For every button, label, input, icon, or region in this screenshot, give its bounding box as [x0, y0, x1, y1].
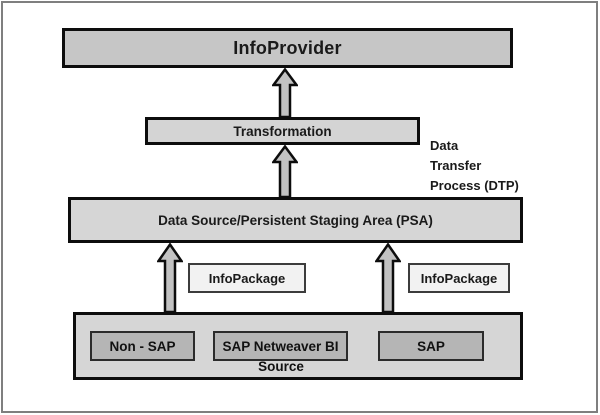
source-system-sap: SAP [378, 331, 484, 361]
dtp-label-line3: Process (DTP) [430, 178, 519, 193]
source-system-non-sap: Non - SAP [90, 331, 195, 361]
transformation-label: Transformation [233, 123, 332, 139]
source-system-sap-netweaver-bi-label: SAP Netweaver BI [222, 338, 339, 354]
infopackage-left-box: InfoPackage [188, 263, 306, 293]
infopackage-left-label: InfoPackage [208, 270, 286, 286]
source-box: Non - SAP SAP Netweaver BI SAP Source [73, 312, 523, 380]
up-arrow-icon [375, 243, 401, 312]
up-arrow-icon [272, 68, 298, 117]
source-system-sap-label: SAP [417, 338, 445, 354]
infopackage-right-box: InfoPackage [408, 263, 510, 293]
dtp-label-line1: Data [430, 138, 459, 153]
infopackage-right-label: InfoPackage [420, 270, 498, 286]
psa-label: Data Source/Persistent Staging Area (PSA… [158, 212, 433, 228]
infoprovider-label: InfoProvider [233, 37, 342, 58]
source-system-non-sap-label: Non - SAP [109, 338, 176, 354]
psa-box: Data Source/Persistent Staging Area (PSA… [68, 197, 523, 243]
infoprovider-box: InfoProvider [62, 28, 513, 68]
up-arrow-icon [157, 243, 183, 312]
dtp-label-line2: Transfer [430, 158, 482, 173]
source-label: Source [258, 359, 304, 374]
transformation-box: Transformation [145, 117, 420, 145]
source-system-sap-netweaver-bi: SAP Netweaver BI [213, 331, 348, 361]
dtp-label: Data Transfer Process (DTP) [430, 136, 550, 196]
up-arrow-icon [272, 145, 298, 197]
